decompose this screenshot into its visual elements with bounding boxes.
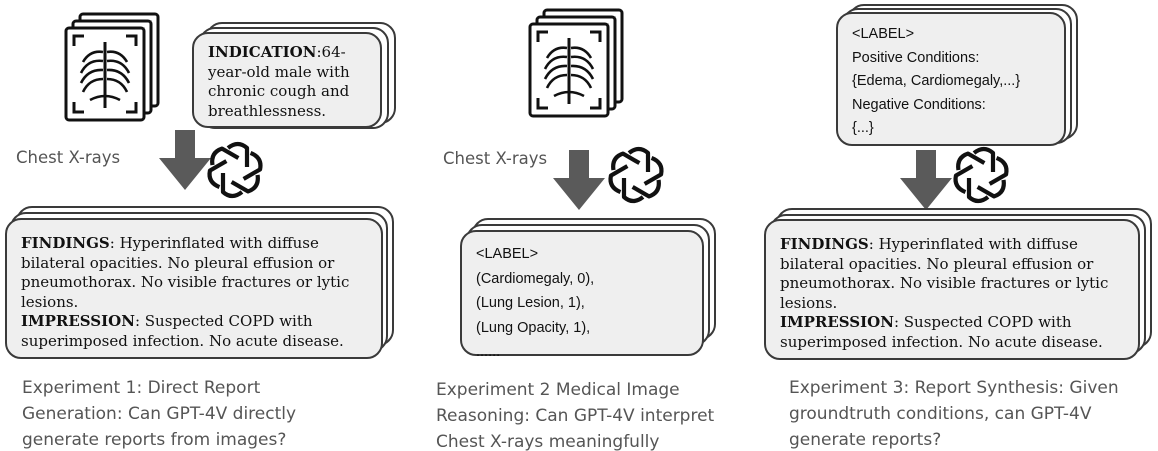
impression-text: superimposed infection. No acute disease…: [780, 332, 1103, 351]
findings-text: pneumothorax. No visible fractures or ly…: [780, 274, 1109, 292]
caption-line: groundtruth conditions, can GPT-4V: [789, 404, 1092, 424]
report-card: FINDINGS: Hyperinflated with diffuse bil…: [5, 218, 383, 359]
indication-label: INDICATION: [208, 43, 317, 61]
label-item: (Lung Opacity, 1),: [476, 319, 591, 336]
findings-label: FINDINGS: [21, 234, 110, 252]
findings-text: lesions.: [780, 293, 838, 312]
arrow-down-icon: [900, 150, 952, 210]
impression-label: IMPRESSION: [780, 313, 894, 331]
label-item: ......: [476, 344, 501, 360]
findings-label: FINDINGS: [780, 235, 869, 253]
openai-logo-icon: [235, 170, 237, 172]
findings-text: : Hyperinflated with diffuse: [109, 234, 319, 252]
arrow-down-icon: [159, 130, 211, 190]
label-item: (Lung Lesion, 1),: [476, 295, 585, 311]
openai-logo-icon: [636, 175, 638, 177]
label-item: (Cardiomegaly, 0),: [476, 270, 595, 287]
indication-text: chronic cough and: [208, 82, 350, 100]
impression-label: IMPRESSION: [21, 312, 135, 330]
indication-card: INDICATION:64- year-old male with chroni…: [192, 32, 382, 128]
chest-xrays-label: Chest X-rays: [443, 149, 548, 168]
impression-text: : Suspected COPD with: [134, 312, 313, 330]
caption-line: generate reports from images?: [22, 430, 287, 450]
chest-xray-icon: [530, 10, 630, 122]
caption-line: Experiment 1: Direct Report: [22, 378, 261, 398]
caption-line: Generation: Can GPT-4V directly: [22, 404, 297, 424]
impression-text: : Suspected COPD with: [893, 313, 1072, 331]
experiment1-caption: Experiment 1: Direct Report Generation: …: [22, 375, 296, 451]
impression-text: superimposed infection. No acute disease…: [21, 331, 344, 350]
openai-logo-icon: [981, 175, 983, 177]
negative-conditions-values: {...}: [852, 120, 874, 136]
label-header: <LABEL>: [476, 246, 539, 262]
indication-text: breathlessness.: [208, 101, 327, 120]
chest-xray-icon: [66, 14, 166, 126]
caption-line: Reasoning: Can GPT-4V interpret: [436, 406, 715, 426]
negative-conditions-label: Negative Conditions:: [852, 96, 986, 113]
positive-conditions-values: {Edema, Cardiomegaly,...}: [852, 73, 1021, 89]
labels-card: <LABEL> (Cardiomegaly, 0), (Lung Lesion,…: [460, 230, 704, 360]
conditions-card: <LABEL> Positive Conditions: {Edema, Car…: [836, 12, 1066, 146]
indication-text: :64-: [316, 43, 346, 61]
indication-text: year-old male with: [208, 62, 350, 81]
arrow-down-icon: [553, 150, 605, 210]
findings-text: bilateral opacities. No pleural effusion…: [780, 254, 1094, 273]
caption-line: Chest X-rays meaningfully: [436, 432, 660, 451]
findings-text: lesions.: [21, 292, 79, 311]
positive-conditions-label: Positive Conditions:: [852, 49, 980, 66]
chest-xrays-label: Chest X-rays: [16, 148, 121, 167]
report-card: FINDINGS: Hyperinflated with diffuse bil…: [764, 219, 1140, 360]
caption-line: Experiment 3: Report Synthesis: Given: [789, 378, 1119, 398]
experiment3-caption: Experiment 3: Report Synthesis: Given gr…: [789, 375, 1119, 451]
caption-line: generate reports?: [789, 430, 942, 450]
caption-line: Experiment 2 Medical Image: [436, 380, 680, 400]
findings-text: bilateral opacities. No pleural effusion…: [21, 253, 335, 272]
experiment2-caption: Experiment 2 Medical Image Reasoning: Ca…: [436, 377, 714, 451]
findings-text: pneumothorax. No visible fractures or ly…: [21, 273, 350, 291]
findings-text: : Hyperinflated with diffuse: [868, 235, 1078, 253]
conditions-header: <LABEL>: [852, 26, 915, 42]
